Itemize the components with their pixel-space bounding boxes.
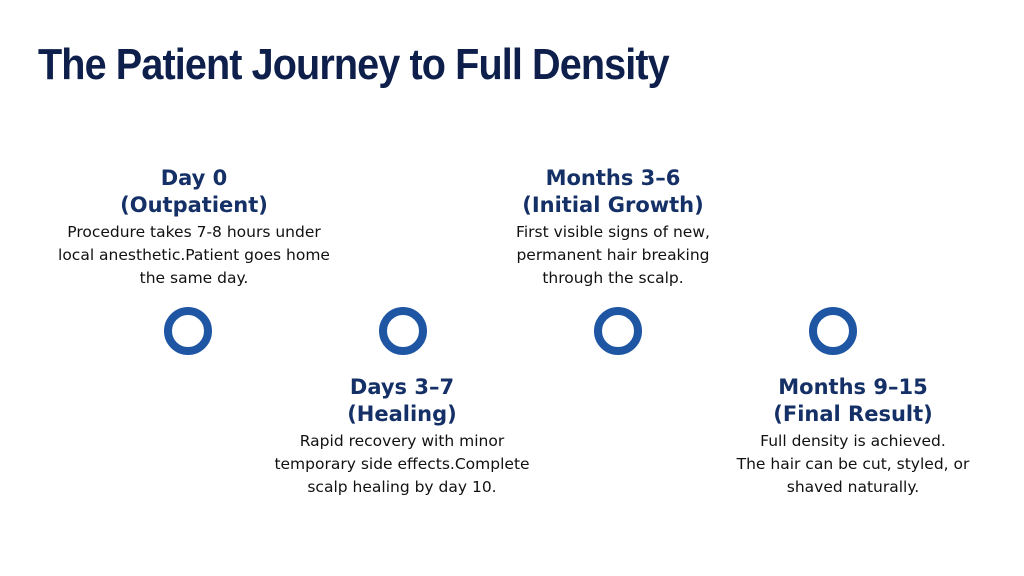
milestone-months-9-15: Months 9–15 (Final Result) Full density …: [683, 374, 1023, 499]
description-line: Procedure takes 7-8 hours under: [67, 223, 321, 241]
milestone-description: Rapid recovery with minor temporary side…: [232, 430, 572, 499]
description-line: temporary side effects.Complete: [274, 455, 530, 473]
milestone-description: First visible signs of new, permanent ha…: [443, 221, 783, 290]
description-line: Rapid recovery with minor: [299, 432, 505, 450]
description-line: shaved naturally.: [786, 478, 920, 496]
milestone-heading: Months 9–15: [778, 375, 928, 399]
milestone-day-0: Day 0 (Outpatient) Procedure takes 7-8 h…: [24, 165, 364, 290]
page-title: The Patient Journey to Full Density: [38, 40, 670, 89]
milestone-heading: Days 3–7: [349, 375, 455, 399]
description-line: scalp healing by day 10.: [307, 478, 497, 496]
description-line: through the scalp.: [542, 269, 684, 287]
milestone-subheading: (Healing): [347, 402, 457, 426]
description-line: permanent hair breaking: [516, 246, 710, 264]
milestone-subheading: (Outpatient): [120, 193, 268, 217]
milestone-subheading: (Final Result): [773, 402, 933, 426]
description-line: local anesthetic.Patient goes home: [58, 246, 330, 264]
milestone-heading: Day 0: [160, 166, 228, 190]
milestone-days-3-7: Days 3–7 (Healing) Rapid recovery with m…: [232, 374, 572, 499]
milestone-description: Procedure takes 7-8 hours under local an…: [24, 221, 364, 290]
description-line: The hair can be cut, styled, or: [736, 455, 970, 473]
description-line: Full density is achieved.: [760, 432, 946, 450]
milestone-subheading: (Initial Growth): [522, 193, 704, 217]
description-line: the same day.: [139, 269, 249, 287]
milestone-heading: Months 3–6: [545, 166, 681, 190]
description-line: First visible signs of new,: [516, 223, 710, 241]
milestone-months-3-6: Months 3–6 (Initial Growth) First visibl…: [443, 165, 783, 290]
timeline-node-days-3-7: [379, 307, 427, 355]
timeline-node-months-9-15: [809, 307, 857, 355]
timeline-node-day-0: [164, 307, 212, 355]
milestone-description: Full density is achieved. The hair can b…: [683, 430, 1023, 499]
timeline-node-months-3-6: [594, 307, 642, 355]
